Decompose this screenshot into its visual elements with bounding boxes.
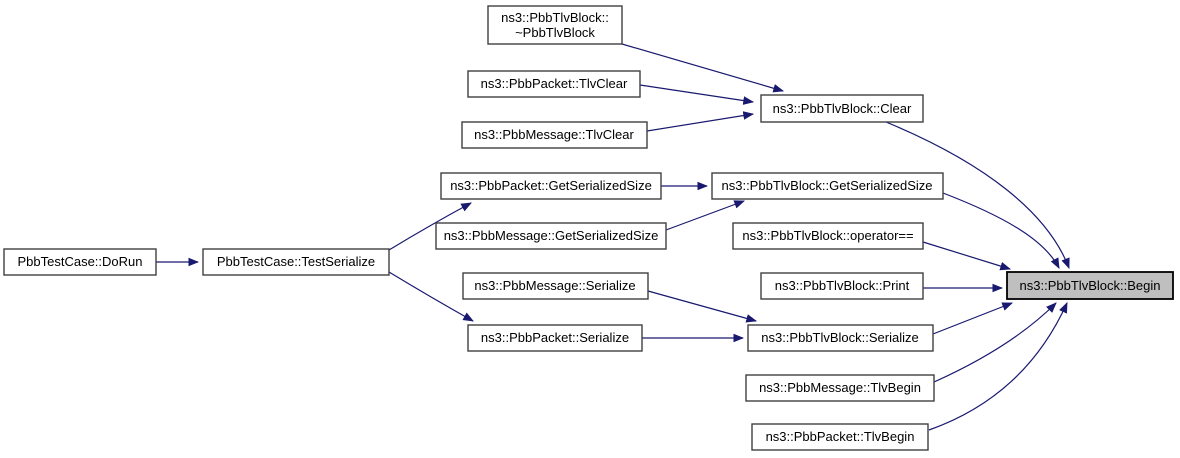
svg-text:PbbTestCase::DoRun: PbbTestCase::DoRun bbox=[17, 254, 142, 269]
edge-tlvblock-serialize-to-begin bbox=[932, 302, 1014, 335]
node-pbbtestcase-dorun[interactable]: PbbTestCase::DoRun bbox=[3, 248, 157, 276]
svg-text:ns3::PbbPacket::TlvClear: ns3::PbbPacket::TlvClear bbox=[481, 76, 628, 91]
edge-clear-to-begin bbox=[885, 121, 1070, 270]
node-pbbtlvblock-getserializedsize[interactable]: ns3::PbbTlvBlock::GetSerializedSize bbox=[711, 172, 944, 200]
edge-message-serialize-to-tlvblock-serialize bbox=[647, 290, 758, 323]
svg-text:ns3::PbbMessage::GetSerialized: ns3::PbbMessage::GetSerializedSize bbox=[444, 228, 659, 243]
svg-text:ns3::PbbPacket::GetSerializedS: ns3::PbbPacket::GetSerializedSize bbox=[450, 178, 652, 193]
svg-text:ns3::PbbTlvBlock::Begin: ns3::PbbTlvBlock::Begin bbox=[1020, 278, 1161, 293]
svg-text:~PbbTlvBlock: ~PbbTlvBlock bbox=[515, 25, 595, 40]
edge-testserialize-to-packet-gss bbox=[388, 202, 472, 251]
node-pbbmessage-getserializedsize[interactable]: ns3::PbbMessage::GetSerializedSize bbox=[435, 222, 667, 250]
node-pbbpacket-serialize[interactable]: ns3::PbbPacket::Serialize bbox=[467, 324, 643, 352]
edge-testserialize-to-packet-serialize bbox=[388, 271, 474, 322]
svg-text:PbbTestCase::TestSerialize: PbbTestCase::TestSerialize bbox=[217, 254, 375, 269]
node-pbbmessage-tlvclear[interactable]: ns3::PbbMessage::TlvClear bbox=[461, 121, 648, 149]
edge-message-gss-to-tlvblock-gss bbox=[665, 200, 746, 231]
node-pbbpacket-tlvbegin[interactable]: ns3::PbbPacket::TlvBegin bbox=[751, 423, 929, 451]
edge-dtor-to-clear bbox=[621, 43, 785, 93]
svg-text:ns3::PbbTlvBlock::GetSerialize: ns3::PbbTlvBlock::GetSerializedSize bbox=[722, 178, 933, 193]
node-pbbtestcase-testserialize[interactable]: PbbTestCase::TestSerialize bbox=[202, 248, 390, 276]
svg-text:ns3::PbbTlvBlock::: ns3::PbbTlvBlock:: bbox=[501, 10, 609, 25]
edge-message-tlvclear-to-clear bbox=[646, 111, 755, 132]
svg-text:ns3::PbbTlvBlock::Print: ns3::PbbTlvBlock::Print bbox=[775, 278, 910, 293]
edge-packet-tlvclear-to-clear bbox=[639, 84, 755, 105]
node-pbbmessage-tlvbegin[interactable]: ns3::PbbMessage::TlvBegin bbox=[745, 374, 935, 402]
svg-text:ns3::PbbMessage::TlvClear: ns3::PbbMessage::TlvClear bbox=[474, 127, 634, 142]
svg-text:ns3::PbbPacket::TlvBegin: ns3::PbbPacket::TlvBegin bbox=[766, 429, 915, 444]
node-pbbmessage-serialize[interactable]: ns3::PbbMessage::Serialize bbox=[462, 272, 649, 300]
node-pbbtlvblock-clear[interactable]: ns3::PbbTlvBlock::Clear bbox=[760, 94, 924, 123]
edge-message-tlvbegin-to-begin bbox=[933, 302, 1057, 383]
node-pbbtlvblock-serialize[interactable]: ns3::PbbTlvBlock::Serialize bbox=[747, 324, 934, 352]
svg-text:ns3::PbbMessage::Serialize: ns3::PbbMessage::Serialize bbox=[474, 278, 635, 293]
svg-text:ns3::PbbPacket::Serialize: ns3::PbbPacket::Serialize bbox=[481, 330, 629, 345]
node-pbbpacket-tlvclear[interactable]: ns3::PbbPacket::TlvClear bbox=[467, 70, 641, 98]
edge-layer bbox=[156, 43, 1070, 431]
edge-operator-eq-to-begin bbox=[922, 241, 1012, 271]
svg-text:ns3::PbbTlvBlock::Serialize: ns3::PbbTlvBlock::Serialize bbox=[761, 330, 919, 345]
node-pbbtlvblock-destructor[interactable]: ns3::PbbTlvBlock:: ~PbbTlvBlock bbox=[487, 5, 623, 45]
node-pbbtlvblock-begin-current: ns3::PbbTlvBlock::Begin bbox=[1006, 271, 1174, 300]
node-pbbtlvblock-operator-eq[interactable]: ns3::PbbTlvBlock::operator== bbox=[732, 222, 924, 250]
node-pbbpacket-getserializedsize[interactable]: ns3::PbbPacket::GetSerializedSize bbox=[440, 172, 662, 200]
node-pbbtlvblock-print[interactable]: ns3::PbbTlvBlock::Print bbox=[760, 272, 924, 300]
svg-text:ns3::PbbMessage::TlvBegin: ns3::PbbMessage::TlvBegin bbox=[759, 380, 921, 395]
svg-text:ns3::PbbTlvBlock::operator==: ns3::PbbTlvBlock::operator== bbox=[742, 228, 913, 243]
node-layer: ns3::PbbTlvBlock:: ~PbbTlvBlock ns3::Pbb… bbox=[3, 5, 1174, 451]
edge-tlvblock-gss-to-begin bbox=[942, 192, 1060, 269]
edge-packet-tlvbegin-to-begin bbox=[928, 302, 1068, 431]
svg-text:ns3::PbbTlvBlock::Clear: ns3::PbbTlvBlock::Clear bbox=[773, 101, 912, 116]
